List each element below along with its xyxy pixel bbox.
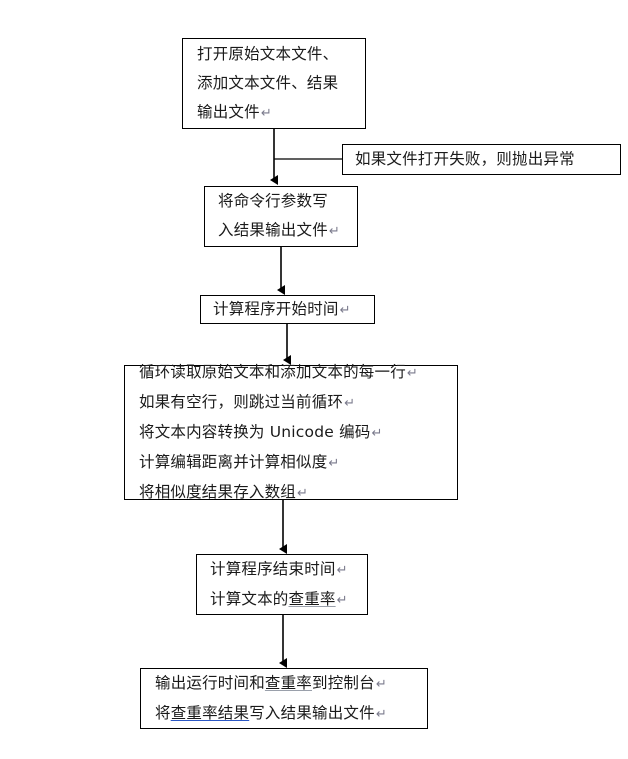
node-open-files-line-3-text: 输出文件 — [197, 102, 260, 121]
paragraph-mark-icon: ↵ — [371, 425, 383, 441]
node-end-time-rate-line-2-underlined: 查重率 — [288, 589, 336, 608]
node-main-loop-line-3-text: 将文本内容转换为 Unicode 编码 — [139, 422, 371, 441]
node-write-args[interactable]: 将命令行参数写 入结果输出文件↵ — [204, 186, 358, 247]
paragraph-mark-icon: ↵ — [344, 395, 356, 411]
node-output-results-line-2-prefix: 将 — [155, 703, 171, 722]
node-open-files[interactable]: 打开原始文本文件、 添加文本文件、结果 输出文件↵ — [182, 38, 366, 129]
node-write-args-line-2: 入结果输出文件↵ — [218, 216, 349, 246]
node-main-loop[interactable]: 循环读取原始文本和添加文本的每一行↵ 如果有空行，则跳过当前循环↵ 将文本内容转… — [124, 363, 458, 501]
paragraph-mark-icon: ↵ — [336, 592, 348, 608]
node-end-time-rate-line-1-text: 计算程序结束时间 — [210, 559, 336, 578]
node-start-time-line-1: 计算程序开始时间↵ — [213, 295, 366, 325]
node-main-loop-line-2-text: 如果有空行，则跳过当前循环 — [139, 392, 344, 411]
paragraph-mark-icon: ↵ — [339, 302, 351, 318]
paragraph-mark-icon: ↵ — [328, 224, 340, 239]
node-output-results[interactable]: 输出运行时间和查重率到控制台↵ 将查重率结果写入结果输出文件↵ — [140, 668, 428, 729]
paragraph-mark-icon: ↵ — [375, 676, 387, 692]
node-end-time-rate[interactable]: 计算程序结束时间↵ 计算文本的查重率↵ — [196, 554, 368, 615]
node-end-time-rate-line-2-prefix: 计算文本的 — [210, 589, 289, 608]
node-open-files-line-1: 打开原始文本文件、 — [197, 44, 339, 63]
node-output-results-line-1-prefix: 输出运行时间和 — [155, 673, 265, 692]
node-main-loop-line-1: 循环读取原始文本和添加文本的每一行↵ — [139, 358, 449, 388]
paragraph-mark-icon: ↵ — [406, 365, 418, 381]
node-main-loop-line-5-text: 将相似度结果存入数组 — [139, 482, 297, 501]
paragraph-mark-icon: ↵ — [297, 485, 309, 501]
node-main-loop-line-3: 将文本内容转换为 Unicode 编码↵ — [139, 418, 449, 448]
node-write-args-line-2-text: 入结果输出文件 — [218, 221, 328, 239]
node-output-results-line-1-suffix: 到控制台 — [312, 673, 375, 692]
node-main-loop-line-1-text: 循环读取原始文本和添加文本的每一行 — [139, 362, 406, 381]
node-open-files-line-3: 输出文件↵ — [197, 98, 357, 128]
node-main-loop-line-2: 如果有空行，则跳过当前循环↵ — [139, 388, 449, 418]
node-exception-note-line-1: 如果文件打开失败，则抛出异常 — [355, 150, 575, 168]
paragraph-mark-icon: ↵ — [328, 455, 340, 471]
paragraph-mark-icon: ↵ — [336, 562, 348, 578]
node-output-results-line-2-suffix: 写入结果输出文件 — [249, 703, 375, 722]
node-exception-note[interactable]: 如果文件打开失败，则抛出异常 — [342, 144, 621, 175]
node-end-time-rate-line-1: 计算程序结束时间↵ — [210, 555, 359, 585]
node-start-time-text: 计算程序开始时间 — [213, 299, 339, 318]
node-output-results-line-2-underlined: 查重率结果 — [170, 703, 250, 722]
node-end-time-rate-line-2: 计算文本的查重率↵ — [210, 585, 359, 615]
paragraph-mark-icon: ↵ — [260, 105, 272, 121]
node-main-loop-line-5: 将相似度结果存入数组↵ — [139, 478, 449, 508]
node-output-results-line-1-underlined: 查重率 — [264, 673, 313, 692]
node-start-time[interactable]: 计算程序开始时间↵ — [200, 295, 375, 324]
paragraph-mark-icon: ↵ — [375, 706, 387, 722]
node-output-results-line-1: 输出运行时间和查重率到控制台↵ — [155, 669, 419, 699]
node-open-files-line-2: 添加文本文件、结果 — [197, 73, 339, 92]
node-output-results-line-2: 将查重率结果写入结果输出文件↵ — [155, 699, 419, 729]
node-main-loop-line-4-text: 计算编辑距离并计算相似度 — [139, 452, 328, 471]
node-main-loop-line-4: 计算编辑距离并计算相似度↵ — [139, 448, 449, 478]
node-write-args-line-1: 将命令行参数写 — [218, 192, 328, 210]
